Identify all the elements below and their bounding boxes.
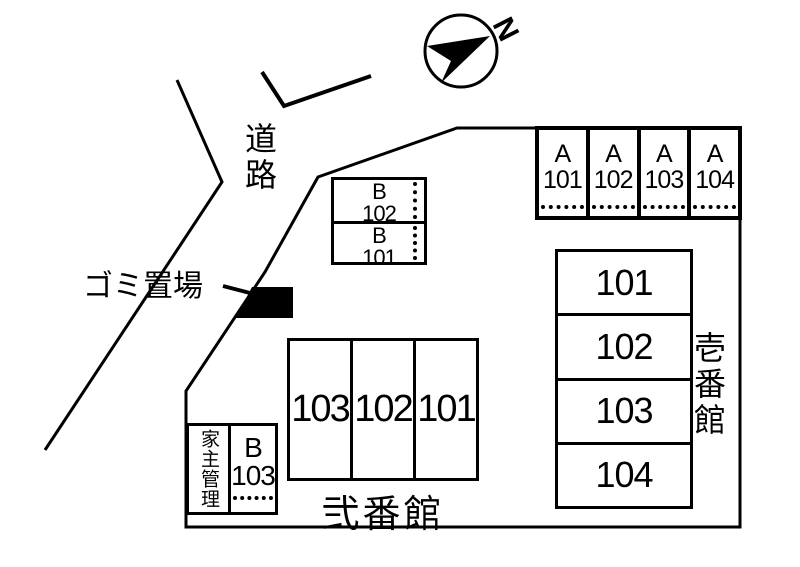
- stall-marker-dots: [591, 205, 635, 209]
- parking-row-a: A 101 A 102 A 103 A 104: [535, 126, 742, 220]
- stall-marker-dots: [642, 205, 686, 209]
- room-103: 103: [291, 388, 350, 430]
- stall-marker-dots: [693, 205, 736, 209]
- space-letter: A: [656, 140, 673, 168]
- garbage-area-label: ゴミ置場: [83, 270, 203, 303]
- road-edge-corner: [260, 70, 372, 109]
- space-number: 101: [362, 245, 397, 270]
- space-letter: B: [372, 179, 387, 204]
- space-letter: A: [605, 140, 622, 168]
- room-103: 103: [558, 377, 690, 442]
- room-102: 102: [558, 313, 690, 377]
- parking-space-a103: A 103: [636, 130, 688, 216]
- space-number: 103: [231, 460, 276, 491]
- parking-space-a104: A 104: [687, 130, 738, 216]
- compass-arrow-icon: [427, 36, 490, 83]
- building1-name-label: 壱番館: [690, 331, 726, 439]
- parking-space-b102: B 102: [334, 179, 424, 225]
- building1-rooms: 101 102 103 104: [555, 249, 693, 509]
- building2-name-label: 弐番館: [321, 494, 445, 536]
- stall-marker-dots: [413, 226, 417, 260]
- stall-marker-dots: [541, 205, 584, 209]
- space-number: 102: [593, 165, 634, 194]
- compass: N: [423, 12, 525, 89]
- space-number: 103: [644, 165, 685, 194]
- room-101: 101: [595, 261, 653, 303]
- garbage-area-fill: [236, 287, 293, 318]
- building2-rooms: 103 102 101: [287, 338, 479, 481]
- parking-group-b103: 家主管理 B 103: [186, 423, 278, 515]
- road-label: 道路: [241, 122, 277, 194]
- space-letter: B: [372, 223, 387, 248]
- space-number: 101: [543, 165, 583, 194]
- garbage-leader-line: [222, 284, 251, 295]
- room-104: 104: [558, 441, 690, 506]
- parking-space-b101: B 101: [334, 221, 424, 269]
- space-number: 104: [695, 165, 735, 194]
- space-letter: A: [706, 140, 724, 168]
- stall-marker-dots: [413, 182, 417, 219]
- parking-space-b103: B 103: [231, 426, 276, 512]
- space-letter: B: [244, 432, 263, 463]
- space-number: 102: [362, 201, 397, 226]
- stall-marker-dots: [233, 496, 273, 500]
- parking-group-b-upper: B 102 B 101: [331, 177, 427, 269]
- space-letter: A: [554, 140, 572, 168]
- owner-managed-label: 家主管理: [189, 426, 231, 512]
- parking-space-a102: A 102: [585, 130, 637, 216]
- road-edge-long: [43, 79, 224, 451]
- room-102: 102: [350, 341, 414, 478]
- parking-space-a101: A 101: [539, 130, 586, 216]
- room-101: 101: [413, 341, 477, 478]
